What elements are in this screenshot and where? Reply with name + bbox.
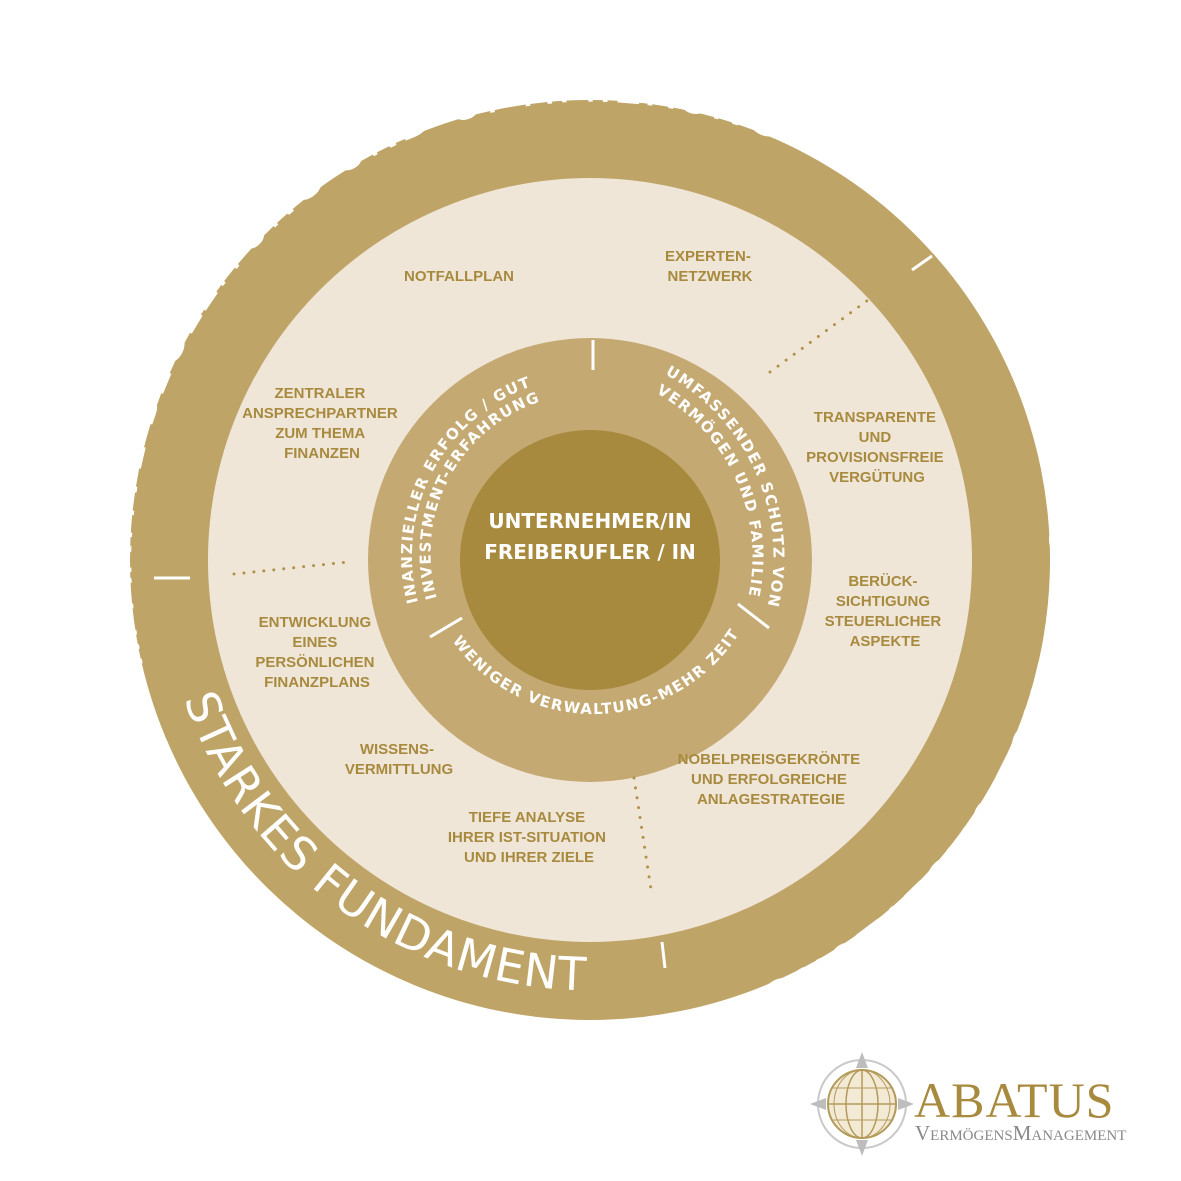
logo-subtitle: VERMÖGENSMANAGEMENT [915,1121,1126,1145]
item-steuerliche-aspekte: BERÜCK- SICHTIGUNG STEUERLICHER ASPEKTE [825,573,946,650]
item-ansprechpartner: ZENTRALER ANSPRECHPARTNER ZUM THEMA FINA… [242,385,402,462]
item-expertennetzwerk: EXPERTEN- NETZWERK [665,248,755,285]
item-tiefe-analyse: TIEFE ANALYSE IHRER IST-SITUATION UND IH… [448,809,610,866]
outer-separator-top-right [911,254,933,272]
logo-wordmark: ABATUS [914,1072,1114,1128]
center-circle [460,430,720,690]
dotted-divider-bottom [632,776,654,898]
middle-separator-left [429,616,463,639]
center-label-line2: FREIBERUFLER / IN [484,540,696,564]
item-finanzplan: ENTWICKLUNG EINES PERSÖNLICHEN FINANZPLA… [255,614,378,691]
dotted-divider-upper-right [768,298,870,374]
dotted-divider-left [232,560,350,576]
center-label-line1: UNTERNEHMER/IN [488,509,691,533]
item-wissensvermittlung: WISSENS- VERMITTLUNG [345,741,453,778]
abatus-logo: ABATUS VERMÖGENSMANAGEMENT [810,1052,1126,1156]
middle-separator-right [737,602,770,630]
outer-separator-bottom [660,941,667,969]
item-transparente-verguetung: TRANSPARENTE UND PROVISIONSFREIE VERGÜTU… [806,409,948,486]
item-anlagestrategie: NOBELPREISGEKRÖNTE UND ERFOLGREICHE ANLA… [678,751,865,808]
item-notfallplan: NOTFALLPLAN [404,268,514,285]
globe-compass-icon [810,1052,914,1156]
